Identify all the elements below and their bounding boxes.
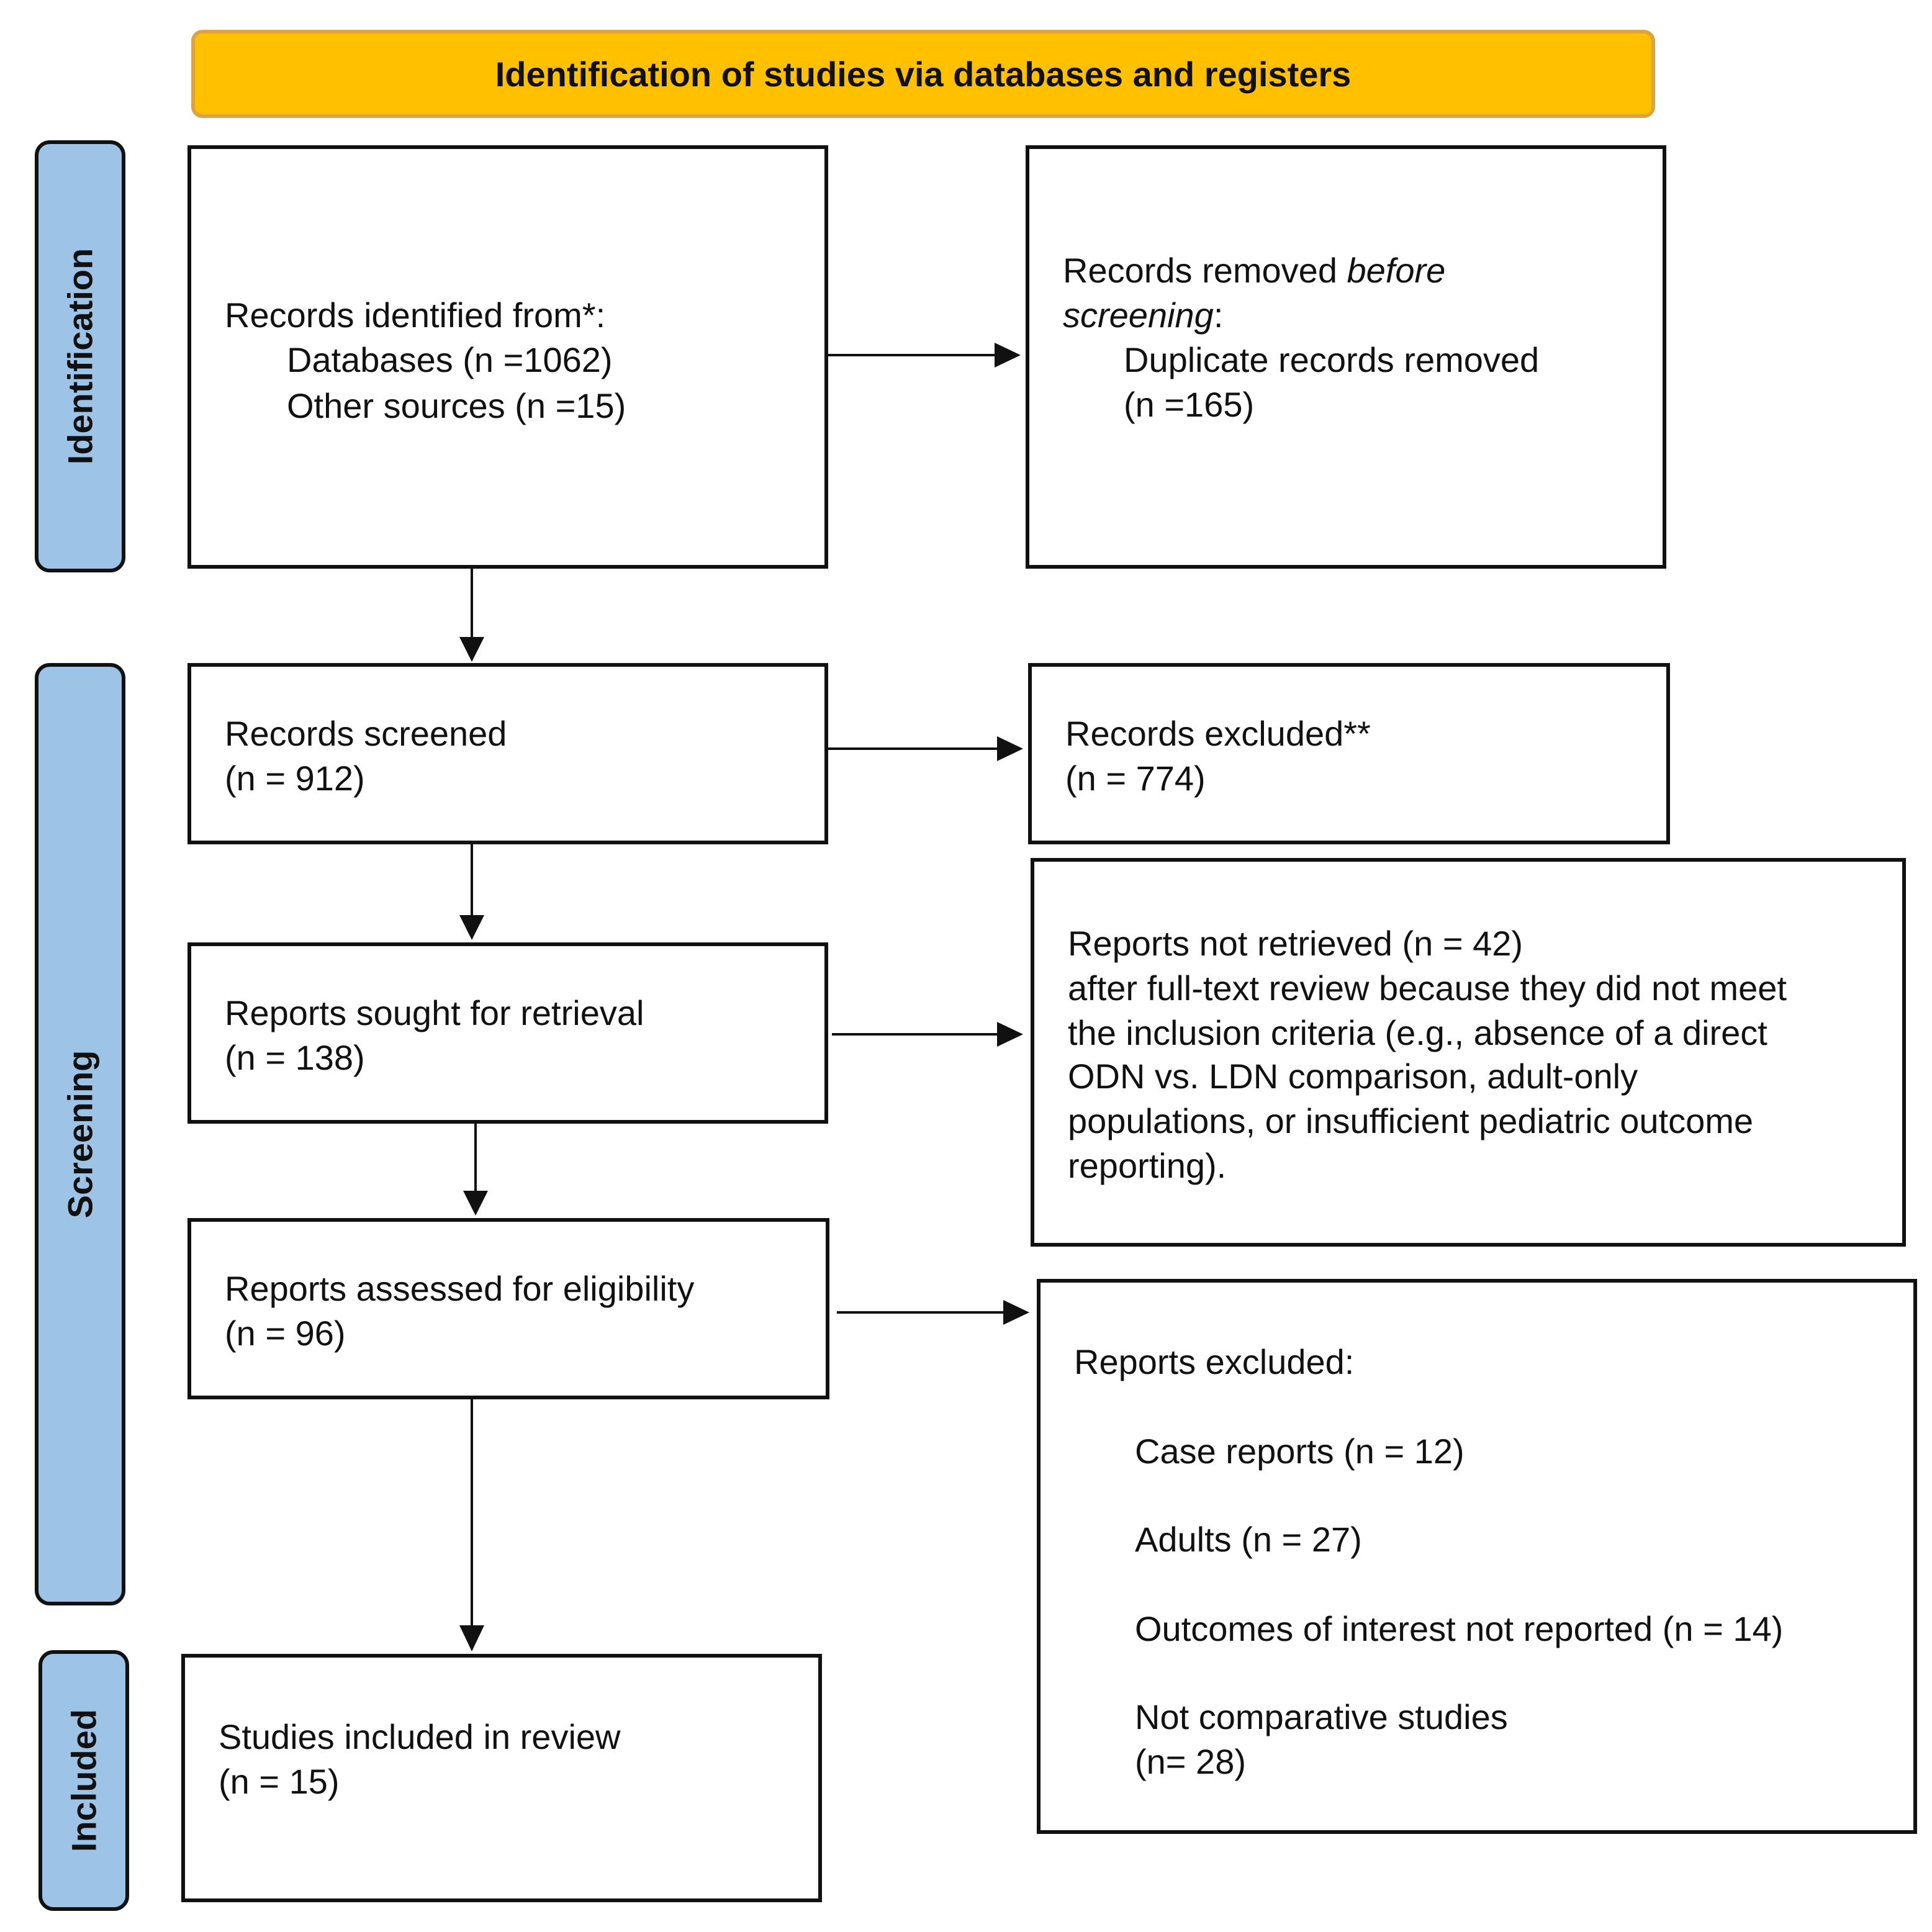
exclusion-adults: Adults (n = 27) <box>1135 1520 1362 1559</box>
reports-sought-label: Reports sought for retrieval <box>225 993 644 1032</box>
records-screened-count: (n = 912) <box>225 759 365 798</box>
exclusion-not-comparative-count: (n= 28) <box>1135 1742 1246 1781</box>
reports-not-retrieved-reason-1: after full-text review because they did … <box>1068 968 1787 1008</box>
reports-assessed-label: Reports assessed for eligibility <box>225 1269 695 1308</box>
reports-not-retrieved-reason-2: the inclusion criteria (e.g., absence of… <box>1068 1013 1767 1052</box>
records-excluded-count: (n = 774) <box>1065 759 1206 798</box>
records-excluded-box: Records excluded** (n = 774) <box>1028 663 1670 844</box>
exclusion-not-comparative: Not comparative studies <box>1135 1697 1508 1736</box>
reports-sought-count: (n = 138) <box>225 1038 365 1077</box>
phase-included-label: Included <box>64 1709 104 1853</box>
arrowhead-removed <box>995 343 1021 368</box>
exclusion-outcomes-not-reported: Outcomes of interest not reported (n = 1… <box>1135 1609 1784 1648</box>
header-title: Identification of studies via databases … <box>495 54 1352 94</box>
reports-sought-box: Reports sought for retrieval (n = 138) <box>187 942 828 1124</box>
phase-included: Included <box>38 1650 129 1911</box>
phase-screening-label: Screening <box>60 1050 100 1219</box>
reports-assessed-count: (n = 96) <box>225 1314 346 1353</box>
records-removed-heading-cont: screening: <box>1063 296 1224 335</box>
reports-assessed-box: Reports assessed for eligibility (n = 96… <box>187 1218 829 1399</box>
reports-not-retrieved-box: Reports not retrieved (n = 42) after ful… <box>1031 858 1906 1247</box>
arrowhead-excluded <box>997 736 1023 761</box>
duplicate-records-label: Duplicate records removed <box>1124 340 1540 379</box>
reports-not-retrieved-count: Reports not retrieved (n = 42) <box>1068 924 1523 963</box>
records-removed-heading: Records removed before <box>1063 251 1446 290</box>
records-identified-box: Records identified from*: Databases (n =… <box>187 145 828 569</box>
reports-not-retrieved-reason-3: ODN vs. LDN comparison, adult-only <box>1068 1057 1638 1096</box>
arrowhead-included <box>459 1625 484 1651</box>
databases-count: Databases (n =1062) <box>287 340 613 379</box>
studies-included-count: (n = 15) <box>219 1762 340 1801</box>
header-banner: Identification of studies via databases … <box>191 30 1655 118</box>
studies-included-box: Studies included in review (n = 15) <box>181 1654 822 1902</box>
records-screened-box: Records screened (n = 912) <box>187 663 828 844</box>
duplicate-records-count: (n =165) <box>1124 385 1255 424</box>
records-identified-heading: Records identified from*: <box>225 296 606 335</box>
records-excluded-label: Records excluded** <box>1065 714 1371 753</box>
arrowhead-reports-excluded <box>1003 1300 1029 1325</box>
reports-excluded-box: Reports excluded: Case reports (n = 12) … <box>1037 1279 1917 1834</box>
phase-identification: Identification <box>35 140 125 572</box>
exclusion-case-reports: Case reports (n = 12) <box>1135 1432 1465 1471</box>
phase-screening: Screening <box>35 663 125 1605</box>
records-screened-label: Records screened <box>225 714 507 753</box>
other-sources-count: Other sources (n =15) <box>287 386 626 425</box>
phase-identification-label: Identification <box>60 248 100 465</box>
arrowhead-not-retrieved <box>997 1022 1023 1047</box>
reports-not-retrieved-reason-4: populations, or insufficient pediatric o… <box>1068 1101 1754 1140</box>
records-removed-box: Records removed before screening: Duplic… <box>1026 145 1666 569</box>
arrowhead-assessed <box>463 1191 488 1216</box>
studies-included-label: Studies included in review <box>219 1717 621 1756</box>
reports-not-retrieved-reason-5: reporting). <box>1068 1146 1227 1185</box>
arrowhead-sought <box>459 915 484 940</box>
reports-excluded-heading: Reports excluded: <box>1074 1342 1355 1381</box>
arrowhead-screened <box>459 637 484 662</box>
